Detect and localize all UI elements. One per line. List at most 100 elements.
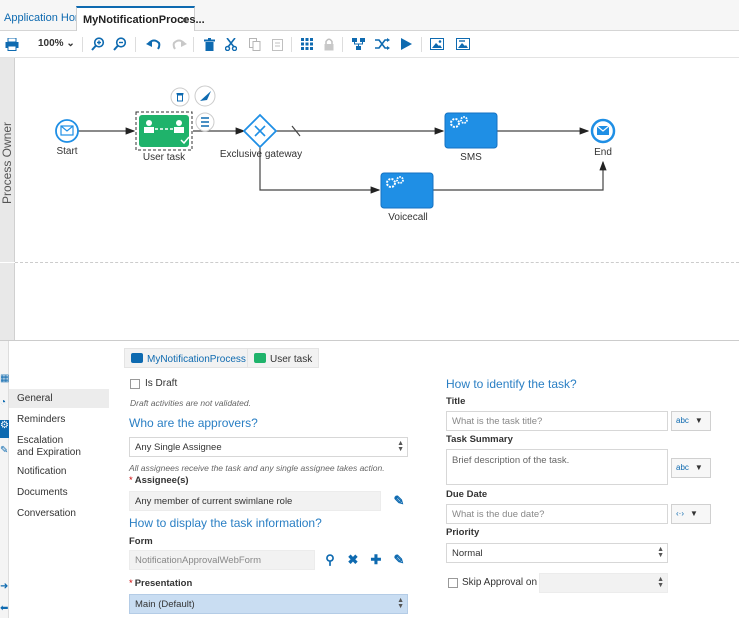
connector[interactable] [433,160,607,191]
due-date-type-button[interactable]: ‹·›▼ [671,504,711,524]
list-menu-icon[interactable] [195,112,215,132]
clear-icon[interactable]: ✖ [347,552,359,567]
nav-label: General [17,393,53,404]
due-date-input[interactable]: What is the due date? [446,504,668,524]
form-label: Form [129,536,153,547]
tab-application-home[interactable]: Application Home [0,6,98,31]
cut-icon[interactable] [222,35,240,53]
redo-icon[interactable] [170,35,188,53]
hierarchy-icon[interactable] [350,35,368,53]
editor-toolbar: 100% ⌄ [0,31,739,58]
gateway-label: Exclusive gateway [219,149,303,160]
grid-icon[interactable]: ▦ [0,373,9,384]
skip-approval-select[interactable]: ▲▼ [539,573,668,593]
lock-icon[interactable] [320,35,338,53]
summary-label: Task Summary [446,434,513,445]
title-input[interactable]: What is the task title? [446,411,668,431]
nav-item-conversation[interactable]: Conversation [9,508,109,522]
select-spinner-icon: ▲▼ [397,440,404,453]
arrow-right-icon[interactable]: ➜ [0,581,9,592]
start-event[interactable] [55,119,79,143]
assignees-label: *Assignee(s) [129,475,189,486]
form-field[interactable]: NotificationApprovalWebForm [129,550,315,570]
draft-hint: Draft activities are not validated. [130,398,251,408]
tab-bar: Application Home MyNotificationProces...… [0,0,739,31]
is-draft-checkbox[interactable] [130,379,140,389]
summary-text-type-button[interactable]: abc▼ [671,458,711,478]
gear-icon[interactable]: ⚙ [0,420,9,438]
breadcrumb-label: User task [270,354,313,365]
nav-item-reminders[interactable]: Reminders [9,414,109,428]
start-label: Start [56,146,78,157]
toolbar-divider [82,37,83,52]
edit-assignees-icon[interactable]: ✎ [393,493,405,508]
end-event[interactable] [590,118,616,144]
zoom-out-icon[interactable] [111,35,129,53]
nav-item-notification[interactable]: Notification [9,466,109,480]
lane-header [0,263,15,340]
play-icon[interactable] [397,35,415,53]
undo-icon[interactable] [144,35,162,53]
breadcrumb-process[interactable]: MyNotificationProcess [124,348,253,368]
pencil-icon[interactable]: ✎ [0,445,9,456]
skip-approval-checkbox[interactable] [448,578,458,588]
nav-label: Escalation [17,435,64,446]
print-icon[interactable] [3,35,21,53]
paste-icon[interactable] [268,35,286,53]
tab-label: Application Home [4,12,91,24]
search-icon[interactable]: ⚲ [325,552,335,567]
nav-label: Reminders [17,414,66,425]
connect-arrow-icon[interactable] [194,85,216,107]
tab-label: MyNotificationProces... [83,14,205,26]
user-task-icon [254,353,266,363]
tab-my-notification-process[interactable]: MyNotificationProces... ✕ [76,6,205,31]
approvers-title: Who are the approvers? [129,416,258,430]
trash-icon[interactable] [200,35,218,53]
nav-label: and Expiration [17,447,81,458]
end-label: End [594,147,612,158]
dropdown-icon: ▼ [690,509,698,518]
nav-item-documents[interactable]: Documents [9,487,109,501]
voicecall-task-node[interactable] [380,172,434,209]
summary-textarea[interactable]: Brief description of the task. [446,449,668,485]
exclusive-gateway-node[interactable] [242,113,278,149]
presentation-select[interactable]: Main (Default)▲▼ [129,594,408,614]
nav-label: Notification [17,466,67,477]
toolbar-divider [135,37,136,52]
nav-label: Documents [17,487,68,498]
default-flow-marker [291,125,301,137]
breadcrumb-task[interactable]: User task [247,348,320,368]
lane-header [0,58,15,262]
zoom-level[interactable]: 100% ⌄ [38,38,75,49]
image-export-icon[interactable] [454,35,472,53]
shuffle-icon[interactable] [373,35,391,53]
nav-item-general[interactable]: General [9,389,109,408]
zoom-in-icon[interactable] [89,35,107,53]
grid-icon[interactable] [298,35,316,53]
add-icon[interactable]: ✚ [370,552,382,567]
user-task-node[interactable] [135,111,193,151]
toolbar-divider [342,37,343,52]
presentation-label: *Presentation [129,578,192,589]
close-icon[interactable]: ✕ [179,15,189,27]
connector[interactable] [259,147,381,194]
process-canvas[interactable]: Process Owner Process Owner [0,58,739,340]
properties-panel: ▦ ◔ ⚙ ✎ ➜ ⬅ General Reminders Escalation… [0,340,739,618]
assignee-mode-select[interactable]: Any Single Assignee▲▼ [129,437,408,457]
edit-form-icon[interactable]: ✎ [393,552,405,567]
sms-task-node[interactable] [444,112,498,149]
select-spinner-icon: ▲▼ [657,546,664,559]
image-icon[interactable] [428,35,446,53]
title-text-type-button[interactable]: abc▼ [671,411,711,431]
assignees-field[interactable]: Any member of current swimlane role [129,491,381,511]
copy-icon[interactable] [246,35,264,53]
priority-select[interactable]: Normal▲▼ [446,543,668,563]
toolbar-divider [193,37,194,52]
chat-icon[interactable]: ◔ [0,397,7,408]
toolbar-divider [421,37,422,52]
arrow-left-icon[interactable]: ⬅ [0,603,9,614]
delete-node-icon[interactable] [170,87,190,107]
identify-title: How to identify the task? [446,377,577,391]
